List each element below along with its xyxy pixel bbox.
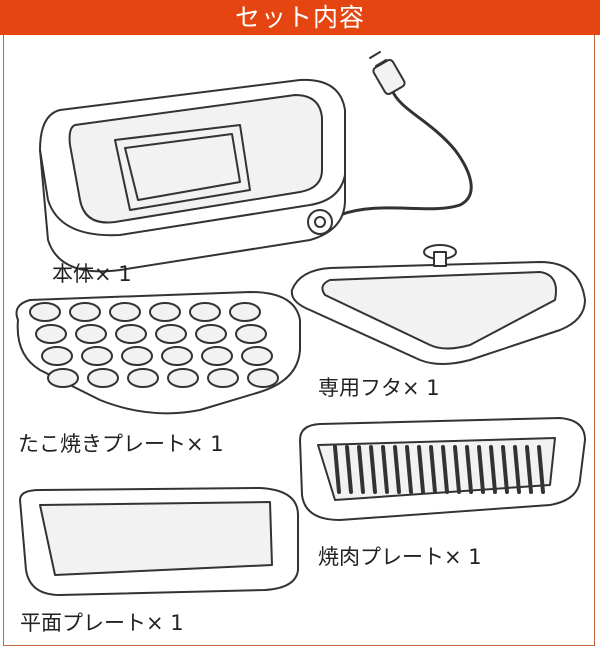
takoyaki-hole bbox=[247, 368, 279, 388]
grill-rib bbox=[489, 445, 497, 494]
grill-rib bbox=[441, 445, 449, 494]
takoyaki-hole bbox=[69, 302, 101, 322]
grill-rib bbox=[405, 445, 413, 494]
takoyaki-hole bbox=[241, 346, 273, 366]
takoyaki-hole bbox=[155, 324, 187, 344]
grill-rib bbox=[393, 445, 401, 494]
takoyaki-hole bbox=[81, 346, 113, 366]
grill-rib bbox=[369, 445, 377, 494]
flat-plate-illustration bbox=[19, 487, 299, 596]
takoyaki-hole bbox=[115, 324, 147, 344]
takoyaki-hole bbox=[127, 368, 159, 388]
grill-rib bbox=[465, 445, 473, 494]
takoyaki-hole bbox=[149, 302, 181, 322]
takoyaki-plate-illustration bbox=[15, 291, 301, 415]
grill-rib bbox=[381, 445, 389, 494]
lid-illustration bbox=[290, 244, 586, 365]
grill-rib bbox=[477, 445, 485, 494]
takoyaki-hole bbox=[201, 346, 233, 366]
main-unit-illustration bbox=[39, 78, 346, 273]
item-label-lid: 専用フタ× 1 bbox=[318, 376, 440, 400]
takoyaki-hole bbox=[75, 324, 107, 344]
takoyaki-hole bbox=[235, 324, 267, 344]
grill-rib bbox=[345, 445, 353, 494]
takoyaki-hole bbox=[35, 324, 67, 344]
takoyaki-hole bbox=[121, 346, 153, 366]
page-title: セット内容 bbox=[0, 0, 600, 35]
takoyaki-hole bbox=[109, 302, 141, 322]
grill-rib bbox=[513, 445, 521, 494]
takoyaki-hole bbox=[29, 302, 61, 322]
grill-rib bbox=[333, 445, 341, 494]
takoyaki-hole bbox=[87, 368, 119, 388]
takoyaki-hole bbox=[161, 346, 193, 366]
frame-border bbox=[3, 0, 595, 646]
takoyaki-hole bbox=[195, 324, 227, 344]
grill-rib bbox=[525, 445, 533, 494]
item-label-flat-plate: 平面プレート× 1 bbox=[20, 611, 184, 635]
power-cord-illustration bbox=[338, 51, 473, 217]
takoyaki-hole bbox=[167, 368, 199, 388]
takoyaki-hole bbox=[189, 302, 221, 322]
grill-rib bbox=[537, 445, 545, 494]
grill-plate-illustration bbox=[299, 417, 586, 521]
item-label-main-unit: 本体× 1 bbox=[52, 262, 132, 286]
takoyaki-hole bbox=[47, 368, 79, 388]
takoyaki-hole bbox=[229, 302, 261, 322]
grill-rib bbox=[357, 445, 365, 494]
takoyaki-hole bbox=[41, 346, 73, 366]
grill-rib bbox=[429, 445, 437, 494]
grill-rib bbox=[417, 445, 425, 494]
item-label-grill-plate: 焼肉プレート× 1 bbox=[318, 545, 482, 569]
grill-rib bbox=[501, 445, 509, 494]
takoyaki-hole bbox=[207, 368, 239, 388]
grill-rib bbox=[453, 445, 461, 494]
item-label-takoyaki-plate: たこ焼きプレート× 1 bbox=[18, 432, 224, 456]
